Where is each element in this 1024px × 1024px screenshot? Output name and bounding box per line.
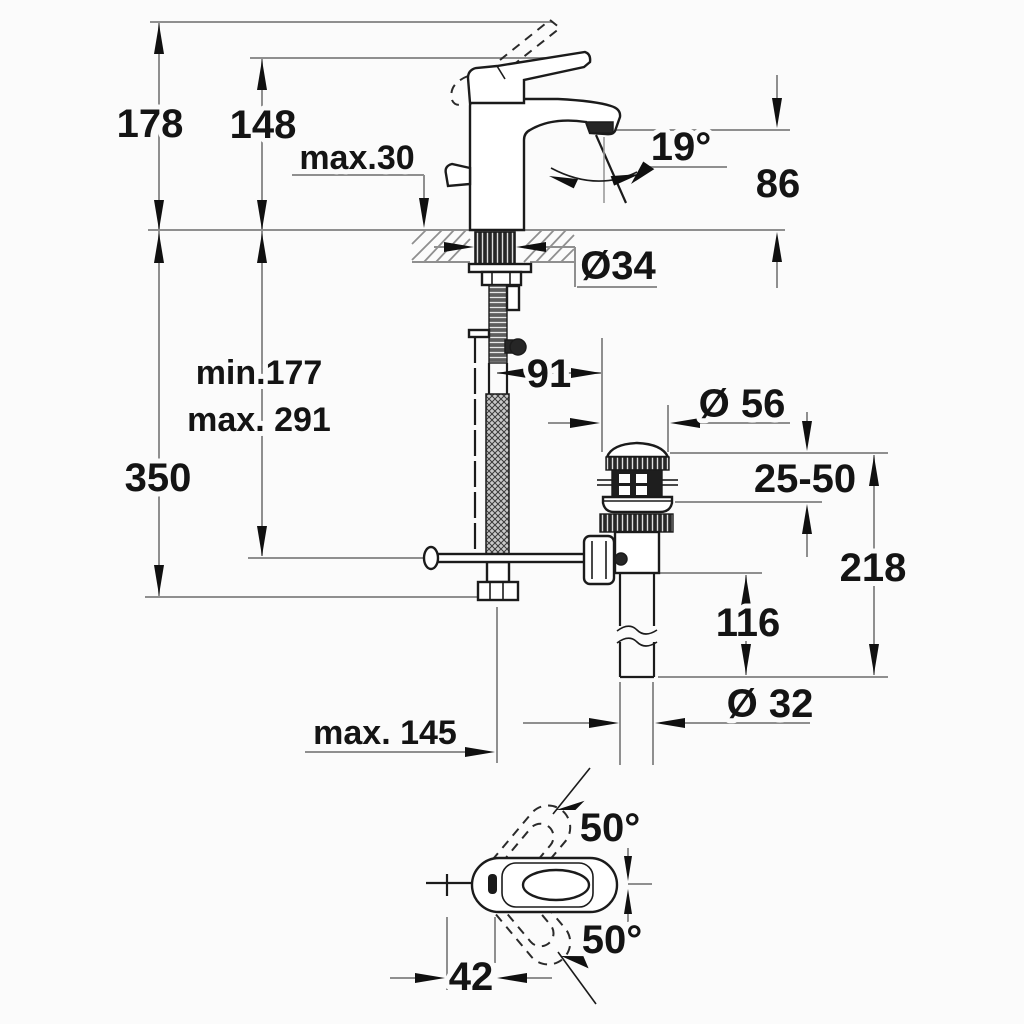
dim-hose-min-length: min.177 — [196, 354, 323, 392]
joint-screw — [614, 552, 628, 566]
dim-swing-up: 50° — [580, 806, 641, 850]
mounting-nut — [480, 270, 523, 287]
hose-nut — [476, 580, 520, 602]
pivot-bar — [488, 874, 497, 894]
rod-bracket — [467, 328, 491, 339]
faucet-body — [468, 97, 622, 232]
faucet-plan-view — [426, 767, 619, 1005]
dim-max-deck-thickness: max.30 — [299, 139, 414, 177]
dim-overall-height: 178 — [117, 102, 184, 146]
flexible-hose — [485, 393, 510, 563]
dim-below-deck-height: 350 — [125, 456, 192, 500]
washer — [467, 262, 533, 274]
lever-rod — [430, 552, 590, 564]
rod-guide — [505, 284, 521, 312]
lock-ring — [599, 513, 674, 533]
swing-leader-top — [552, 767, 591, 815]
dim-lever-height: 148 — [230, 103, 297, 147]
hose-neck — [485, 560, 511, 584]
dim-swing-down: 50° — [582, 918, 643, 962]
water-stream — [594, 134, 628, 204]
waste-set — [582, 441, 678, 679]
faucet-side-view — [444, 19, 638, 232]
dim-tailpipe-length: 116 — [716, 601, 781, 645]
plug-ribbed-band — [605, 456, 670, 471]
lever-rod-cap — [422, 545, 440, 571]
dim-inlet-offset: 42 — [449, 955, 494, 999]
dim-hose-max-length: max. 291 — [187, 401, 331, 439]
dim-spout-angle: 19° — [651, 125, 712, 169]
dimension-lines — [145, 21, 888, 990]
dim-deck-range: 25-50 — [754, 457, 856, 501]
dim-flange-diameter: Ø 56 — [699, 382, 786, 426]
seal-flange — [601, 495, 674, 514]
body-outline-top — [501, 862, 594, 908]
pop-up-knob — [444, 162, 472, 188]
handle-oval-top — [521, 868, 591, 902]
dim-rod-max-reach: max. 145 — [313, 714, 457, 752]
clamp-screw — [509, 338, 527, 356]
threaded-rod — [488, 284, 508, 364]
dim-waste-height: 218 — [840, 546, 907, 590]
handle-lever — [466, 50, 592, 105]
dimension-arrows — [154, 24, 879, 983]
faucet-below-deck — [422, 231, 590, 602]
swing-leader-bottom — [557, 951, 597, 1005]
plug-dome — [605, 441, 670, 459]
dim-spout-height: 86 — [756, 162, 801, 206]
rod-joint — [582, 534, 616, 586]
mounting-shank — [474, 231, 516, 265]
aerator — [584, 121, 614, 134]
dim-rod-offset: 91 — [527, 352, 572, 396]
handle-raised-dashed — [450, 19, 561, 106]
dim-shank-diameter: Ø34 — [580, 244, 656, 288]
dim-tailpipe-diameter: Ø 32 — [727, 682, 814, 726]
dimension-labels: 178 148 max.30 19° 86 Ø34 min.177 max. 2… — [112, 97, 912, 1004]
